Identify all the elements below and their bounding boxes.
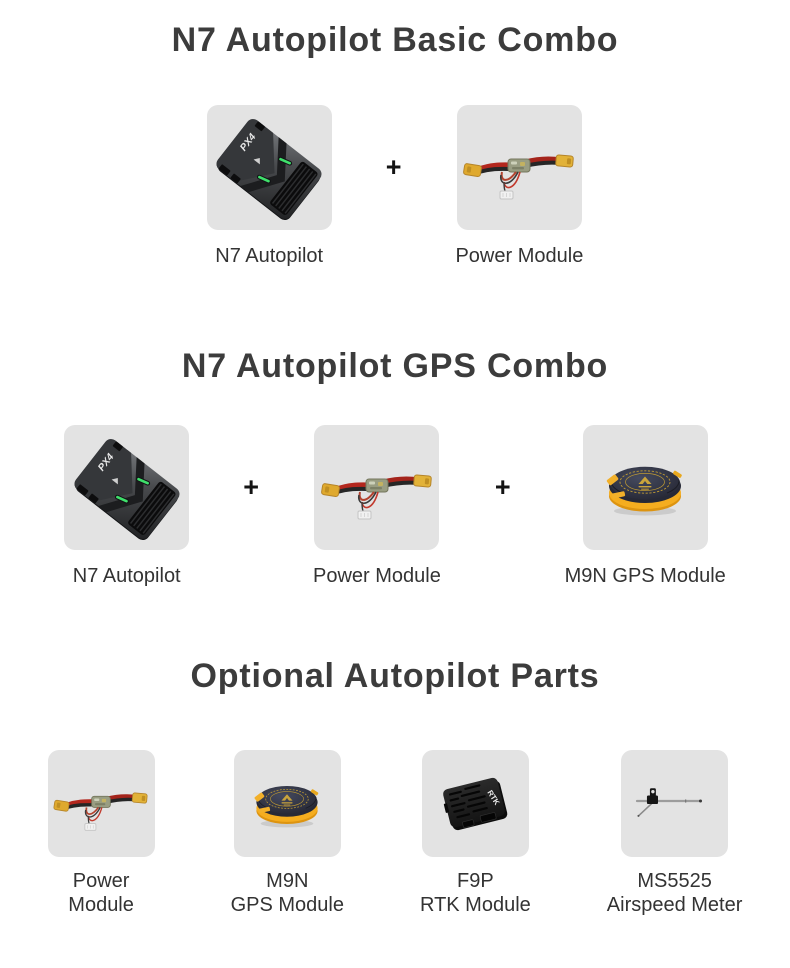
plus-icon: + [243, 472, 259, 502]
basic-combo-row: N7 Autopilot + Power Module [0, 105, 790, 268]
product-power-module: Power Module [47, 750, 155, 917]
product-image-tile [421, 750, 529, 857]
product-f9p-rtk-module: F9P RTK Module [420, 750, 531, 917]
product-label: Power Module [455, 245, 584, 267]
product-n7-autopilot: N7 Autopilot [206, 105, 332, 268]
product-image-tile [47, 750, 155, 857]
product-label: M9N GPS Module [564, 565, 726, 587]
product-label-line1: Power [72, 870, 130, 892]
product-label-line2: Module [68, 894, 134, 916]
product-label-line1: M9N [266, 870, 309, 892]
product-m9n-gps-module: M9N GPS Module [565, 425, 726, 588]
plus-icon: + [494, 472, 511, 502]
product-label: N7 Autopilot [215, 245, 324, 267]
product-m9n-gps-module: M9N GPS Module [231, 750, 344, 917]
product-n7-autopilot: N7 Autopilot [64, 425, 190, 588]
n7-autopilot-image [67, 428, 187, 548]
gps-combo-section: N7 Autopilot GPS Combo N7 Autopilot + Po… [0, 344, 790, 588]
m9n-gps-module-image [585, 428, 705, 548]
basic-combo-title: N7 Autopilot Basic Combo [171, 21, 619, 59]
f9p-rtk-module-image [424, 753, 526, 855]
product-label: Power Module [312, 565, 441, 587]
product-image-tile [456, 105, 582, 230]
ms5525-airspeed-meter-image [624, 753, 726, 855]
gps-combo-title: N7 Autopilot GPS Combo [181, 347, 609, 385]
m9n-gps-module-image [236, 753, 338, 855]
plus-icon: + [385, 152, 402, 182]
power-module-image [317, 428, 437, 548]
power-module-image [459, 108, 579, 228]
product-image-tile [582, 425, 708, 550]
product-label-line2: RTK Module [419, 894, 531, 916]
product-power-module: Power Module [455, 105, 583, 268]
product-image-tile [206, 105, 332, 230]
product-label-line2: Airspeed Meter [606, 894, 743, 916]
basic-combo-section: N7 Autopilot Basic Combo N7 Autopilot + … [0, 18, 790, 268]
product-label: Power Module [68, 869, 134, 917]
product-ms5525-airspeed-meter: MS5525 Airspeed Meter [607, 750, 743, 917]
product-image-tile [314, 425, 440, 550]
product-image-tile [233, 750, 341, 857]
product-image-tile [64, 425, 190, 550]
optional-parts-section: Optional Autopilot Parts Power Module M9… [0, 654, 790, 917]
product-label-line2: GPS Module [230, 894, 344, 916]
optional-parts-title: Optional Autopilot Parts [190, 657, 600, 695]
product-label: MS5525 Airspeed Meter [607, 869, 743, 917]
product-image-tile [621, 750, 729, 857]
optional-parts-row: Power Module M9N GPS Module F9P RTK Modu… [0, 750, 790, 917]
product-label: F9P RTK Module [420, 869, 531, 917]
n7-autopilot-image [209, 108, 329, 228]
product-label: M9N GPS Module [231, 869, 344, 917]
product-label-line1: F9P [457, 870, 494, 892]
product-power-module: Power Module [313, 425, 441, 588]
product-label-line1: MS5525 [637, 870, 712, 892]
gps-combo-row: N7 Autopilot + Power Module + M9N GPS Mo… [0, 425, 790, 588]
power-module-image [50, 753, 152, 855]
product-label: N7 Autopilot [72, 565, 181, 587]
